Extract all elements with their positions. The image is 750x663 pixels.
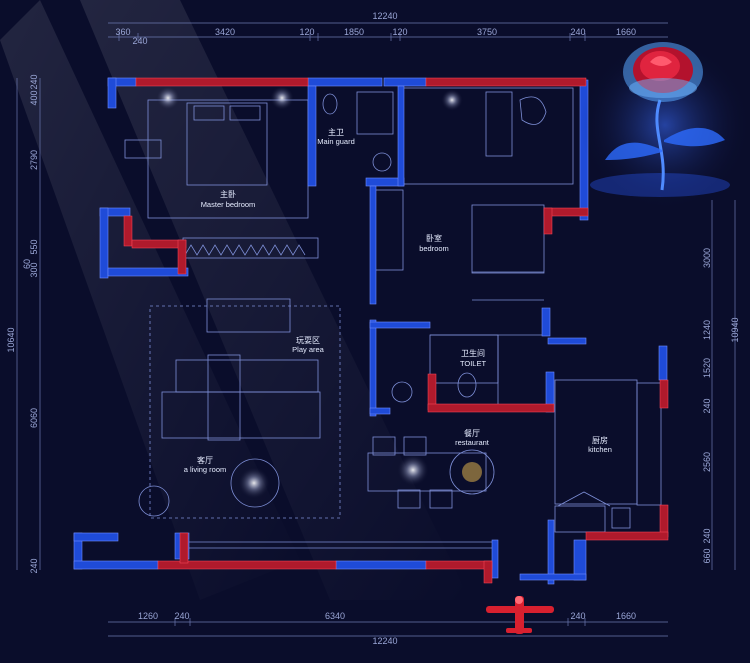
- room-label-en: kitchen: [588, 445, 612, 454]
- dimension-lines: [16, 22, 736, 637]
- dim-right-seg: 1240: [702, 320, 712, 340]
- dim-left-seg: 400: [29, 90, 39, 105]
- rose-icon: [580, 40, 750, 210]
- dim-left-seg: 240: [29, 74, 39, 89]
- dim-bottom-seg: 6340: [325, 611, 345, 621]
- airplane-icon: [486, 596, 554, 634]
- dim-bottom-seg: 240: [174, 611, 189, 621]
- dim-top-seg: 240: [132, 36, 147, 46]
- pendant-lamp-icon: [397, 454, 429, 486]
- dim-top-seg: 3420: [215, 27, 235, 37]
- dim-left-seg: 60: [22, 259, 32, 269]
- room-label-en: bedroom: [419, 244, 449, 253]
- room-label-zh: 厨房: [592, 435, 608, 445]
- pendant-lamp-icon: [156, 86, 180, 110]
- room-label-en: Main guard: [317, 137, 355, 146]
- dim-top-seg: 120: [299, 27, 314, 37]
- dim-top-seg: 3750: [477, 27, 497, 37]
- pendant-lamp-icon: [270, 86, 294, 110]
- room-label-zh: 玩耍区: [296, 336, 320, 345]
- dim-right-seg: 2560: [702, 452, 712, 472]
- room-label-zh: 餐厅: [464, 429, 480, 438]
- room-label-en: restaurant: [455, 438, 490, 447]
- room-label-en: Play area: [292, 345, 325, 354]
- dim-right-total: 10940: [730, 317, 740, 342]
- dim-bottom-seg: 240: [570, 611, 585, 621]
- dim-right-seg: 240: [702, 398, 712, 413]
- dim-left-seg: 2790: [29, 150, 39, 170]
- room-label-zh: 客厅: [197, 455, 213, 465]
- dim-right-seg: 1520: [702, 358, 712, 378]
- interior-lines: [124, 87, 662, 549]
- dim-bottom-seg: 1660: [616, 611, 636, 621]
- dim-bottom-total: 12240: [372, 636, 397, 646]
- dim-top-total: 12240: [372, 11, 397, 21]
- dim-left-total: 10640: [6, 327, 16, 352]
- dim-left-seg: 240: [29, 558, 39, 573]
- dim-right-seg: 3000: [702, 248, 712, 268]
- room-label-zh: 卫生间: [461, 348, 485, 358]
- light-beam: [80, 0, 470, 600]
- dim-right-seg: 660: [702, 548, 712, 563]
- room-label-zh: 主卫: [328, 127, 344, 137]
- pendant-lamp-icon: [238, 467, 270, 499]
- dim-top-seg: 1850: [344, 27, 364, 37]
- room-label-zh: 主卧: [220, 189, 236, 199]
- room-label-en: TOILET: [460, 359, 487, 368]
- dim-top-seg: 240: [570, 27, 585, 37]
- dim-top-seg: 1660: [616, 27, 636, 37]
- room-label-zh: 卧室: [426, 233, 442, 243]
- pendant-lamp-icon: [441, 89, 463, 111]
- walls-blue: [73, 77, 668, 585]
- dim-top-seg: 360: [115, 27, 130, 37]
- dim-top-seg: 120: [392, 27, 407, 37]
- room-label-en: a living room: [184, 465, 227, 474]
- pendant-lamp-icon: [462, 462, 482, 482]
- walls-red: [123, 77, 669, 584]
- dim-left-seg: 300: [29, 262, 39, 277]
- light-beam: [0, 0, 300, 600]
- dim-right-seg: 240: [702, 528, 712, 543]
- dim-left-seg: 6060: [29, 408, 39, 428]
- dim-bottom-seg: 1260: [138, 611, 158, 621]
- room-label-en: Master bedroom: [201, 200, 256, 209]
- dim-left-seg: 550: [29, 239, 39, 254]
